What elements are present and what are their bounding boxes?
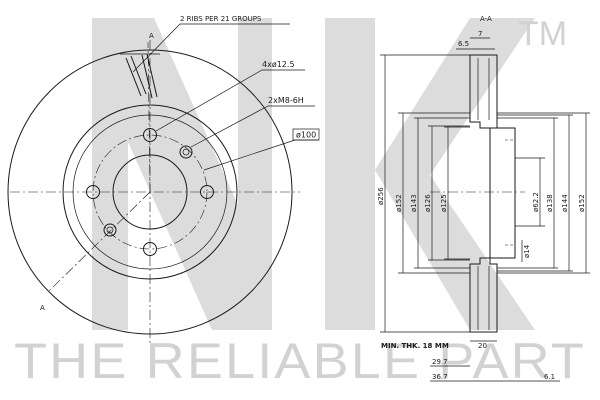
dim-hub-6-1: 6.1 <box>544 373 555 381</box>
holes-label: 4xø12.5 <box>262 60 295 69</box>
bolt-hole-right <box>200 185 214 199</box>
front-view: A A 2 RIBS PER 21 GROUPS 4xø12.5 2xM8-6H… <box>7 15 320 345</box>
dim-thickness-top: 7 <box>478 30 482 38</box>
pcd-circle <box>92 134 208 250</box>
holes-callout: 4xø12.5 <box>155 60 305 132</box>
hat-outer-edge <box>72 114 228 270</box>
section-view: A-A 7 6.5 ø256 ø152 <box>377 15 590 382</box>
bottom-dims: MIN. THK. 18 MM 20 29.7 36.7 6.1 <box>381 340 560 382</box>
disc-profile <box>430 54 525 333</box>
pcd-callout: ø100 <box>203 128 320 171</box>
tagline-text: THE RELIABLE PART <box>14 333 586 389</box>
dim-disc-width: 20 <box>478 342 487 350</box>
ribs-note: 2 RIBS PER 21 GROUPS <box>180 15 262 23</box>
trademark-mark: TM <box>518 15 567 53</box>
friction-ring-inner-edge <box>62 104 238 280</box>
pcd-label: ø100 <box>296 131 316 140</box>
section-marker-top: A <box>149 32 154 40</box>
bolt-hole-left <box>86 185 100 199</box>
thread-hole-upper <box>179 145 193 159</box>
section-title: A-A <box>480 15 492 23</box>
dim-d126: ø126 <box>424 194 432 212</box>
dim-d144: ø144 <box>561 194 569 212</box>
dim-d138: ø138 <box>546 194 554 212</box>
outer-rim <box>7 49 293 335</box>
dim-d143: ø143 <box>410 194 418 212</box>
nk-logo-watermark: TM <box>92 15 567 330</box>
dim-d14: ø14 <box>523 244 531 258</box>
dim-d62-2: ø62.2 <box>532 192 540 212</box>
section-marker-bottom: A <box>40 304 45 312</box>
dim-d256: ø256 <box>377 187 385 205</box>
center-bore <box>112 154 188 230</box>
dim-d152: ø152 <box>395 194 403 212</box>
dim-d152-right: ø152 <box>578 194 586 212</box>
dim-height-36-7: 36.7 <box>432 373 448 381</box>
dim-offset-top: 6.5 <box>458 40 469 48</box>
left-diameter-dims: ø256 ø152 ø143 ø126 ø125 <box>377 54 470 333</box>
bolt-hole-bottom <box>143 242 157 256</box>
ribs-callout: 2 RIBS PER 21 GROUPS <box>132 15 290 73</box>
dim-height-29-7: 29.7 <box>432 358 448 366</box>
threads-callout: 2xM8-6H <box>190 96 315 148</box>
bolt-hole-top <box>143 128 157 142</box>
rib-detail <box>120 53 160 99</box>
right-diameter-dims: ø62.2 ø138 ø144 ø152 ø14 <box>497 112 590 274</box>
threads-label: 2xM8-6H <box>268 96 304 105</box>
thread-hole-lower <box>103 223 117 237</box>
min-thickness-label: MIN. THK. 18 MM <box>381 342 449 350</box>
dim-d125: ø125 <box>440 194 448 212</box>
